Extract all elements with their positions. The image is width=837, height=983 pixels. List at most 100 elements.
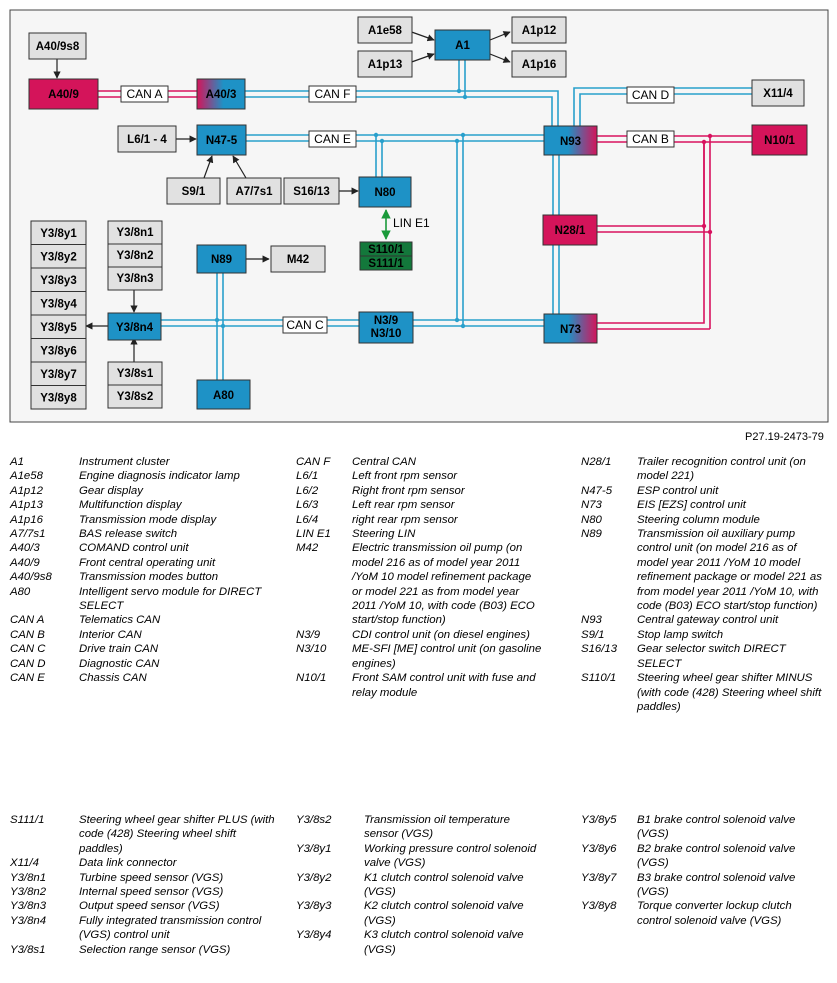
svg-text:Y3/8y6: Y3/8y6 xyxy=(40,346,76,358)
node-y3-8y5: Y3/8y5 xyxy=(30,314,87,339)
svg-text:Y3/8y4: Y3/8y4 xyxy=(40,299,77,311)
can-d-label: CAN D xyxy=(626,86,675,104)
legend-code: CAN B xyxy=(10,628,45,641)
legend-description: B1 brake control solenoid valve (VGS) xyxy=(637,814,796,841)
legend-code: Y3/8n3 xyxy=(10,900,47,913)
legend-description: Stop lamp switch xyxy=(637,628,724,641)
legend-code: L6/4 xyxy=(296,513,319,526)
legend-description: right rear rpm sensor xyxy=(352,513,458,526)
legend-description: Selection range sensor (VGS) xyxy=(79,943,231,956)
svg-text:A1: A1 xyxy=(455,40,470,52)
svg-text:N93: N93 xyxy=(560,136,581,148)
legend-description: Working pressure control solenoid valve … xyxy=(364,842,537,870)
svg-text:X11/4: X11/4 xyxy=(763,88,793,100)
node-s110-1-s111-1: S110/1 S111/1 xyxy=(359,241,413,271)
legend-code: L6/3 xyxy=(296,499,319,512)
legend-description: Left front rpm sensor xyxy=(352,470,458,483)
legend-column-3: N28/1 Trailer recognition control unit (o… xyxy=(581,455,827,714)
legend-code: N80 xyxy=(581,513,602,526)
node-n93: N93 xyxy=(543,125,598,156)
legend-code: A1p13 xyxy=(10,499,43,512)
node-y3-8s1: Y3/8s1 xyxy=(107,361,163,386)
legend-description: ESP control unit xyxy=(637,484,719,497)
legend-description: Interior CAN xyxy=(79,628,142,641)
svg-text:Y3/8y5: Y3/8y5 xyxy=(40,322,77,334)
legend-code: M42 xyxy=(296,542,319,555)
legend-description: Trailer recognition control unit (on mod… xyxy=(637,456,806,483)
legend-description: Right front rpm sensor xyxy=(352,484,465,497)
legend-code: LIN E1 xyxy=(296,528,331,541)
svg-text:S111/1: S111/1 xyxy=(368,258,404,270)
legend-description: ME-SFI [ME] control unit (on gasoline en… xyxy=(352,643,542,670)
node-a1e58: A1e58 xyxy=(357,16,413,44)
can-e-bus xyxy=(246,134,544,326)
node-l6-1-4: L6/1 - 4 xyxy=(117,125,177,153)
svg-text:N10/1: N10/1 xyxy=(764,135,795,147)
svg-text:N73: N73 xyxy=(560,324,581,336)
legend-code: S9/1 xyxy=(581,628,605,641)
node-y3-8y7: Y3/8y7 xyxy=(30,361,87,386)
legend-item: S9/1 Stop lamp switch xyxy=(581,628,827,642)
legend-code: N10/1 xyxy=(296,672,327,685)
diagram-frame xyxy=(9,9,829,423)
node-a1p16: A1p16 xyxy=(511,50,567,78)
legend-description: Gear display xyxy=(79,484,143,497)
legend-code: Y3/8y6 xyxy=(581,842,617,855)
legend-description: B2 brake control solenoid valve (VGS) xyxy=(637,842,796,870)
legend-description: Front SAM control unit with fuse and rel… xyxy=(352,672,536,699)
can-a-label: CAN A xyxy=(120,85,169,103)
legend-code: N28/1 xyxy=(581,456,612,468)
svg-text:L6/1 - 4: L6/1 - 4 xyxy=(127,134,167,146)
legend-item: N10/1 Front SAM control unit with fuse an… xyxy=(296,671,542,700)
legend-code: CAN A xyxy=(10,614,45,627)
node-a80: A80 xyxy=(196,379,251,410)
svg-text:Y3/8s1: Y3/8s1 xyxy=(117,368,154,380)
svg-text:N28/1: N28/1 xyxy=(555,225,586,237)
svg-text:M42: M42 xyxy=(287,254,309,266)
legend-code: L6/1 xyxy=(296,470,319,483)
legend-description: Turbine speed sensor (VGS) xyxy=(79,871,224,884)
legend-description: Steering LIN xyxy=(352,528,416,541)
node-y3-8y3: Y3/8y3 xyxy=(30,267,87,292)
legend-code: CAN E xyxy=(10,672,45,685)
legend-item: L6/4 right rear rpm sensor xyxy=(296,513,542,527)
legend-code: A1p12 xyxy=(10,484,43,497)
legend-code: A40/9 xyxy=(10,556,40,569)
node-a7-7s1: A7/7s1 xyxy=(226,177,282,205)
legend-code: N73 xyxy=(581,499,602,512)
legend-description: Torque converter lockup clutch control s… xyxy=(637,900,792,927)
legend-code: Y3/8y2 xyxy=(296,871,332,884)
svg-text:S110/1: S110/1 xyxy=(368,244,404,256)
legend-code: Y3/8s1 xyxy=(10,943,46,956)
legend-description: K1 clutch control solenoid valve (VGS) xyxy=(364,871,524,899)
node-n47-5: N47-5 xyxy=(196,124,247,156)
node-y3-8y1: Y3/8y1 xyxy=(30,220,87,245)
node-y3-8y8: Y3/8y8 xyxy=(30,385,87,410)
figure-reference: P27.19-2473-79 xyxy=(745,431,824,443)
svg-text:N89: N89 xyxy=(211,254,232,266)
node-y3-8n4: Y3/8n4 xyxy=(107,312,162,341)
node-x11-4: X11/4 xyxy=(751,79,805,107)
legend-description: Transmission mode display xyxy=(79,513,217,526)
legend-item: N28/1 Trailer recognition control unit (o… xyxy=(581,455,827,484)
node-y3-8y2: Y3/8y2 xyxy=(30,244,87,269)
svg-text:A40/9: A40/9 xyxy=(48,89,79,101)
legend-description: Steering wheel gear shifter MINUS (with … xyxy=(637,672,822,713)
svg-text:Y3/8y7: Y3/8y7 xyxy=(40,369,76,381)
